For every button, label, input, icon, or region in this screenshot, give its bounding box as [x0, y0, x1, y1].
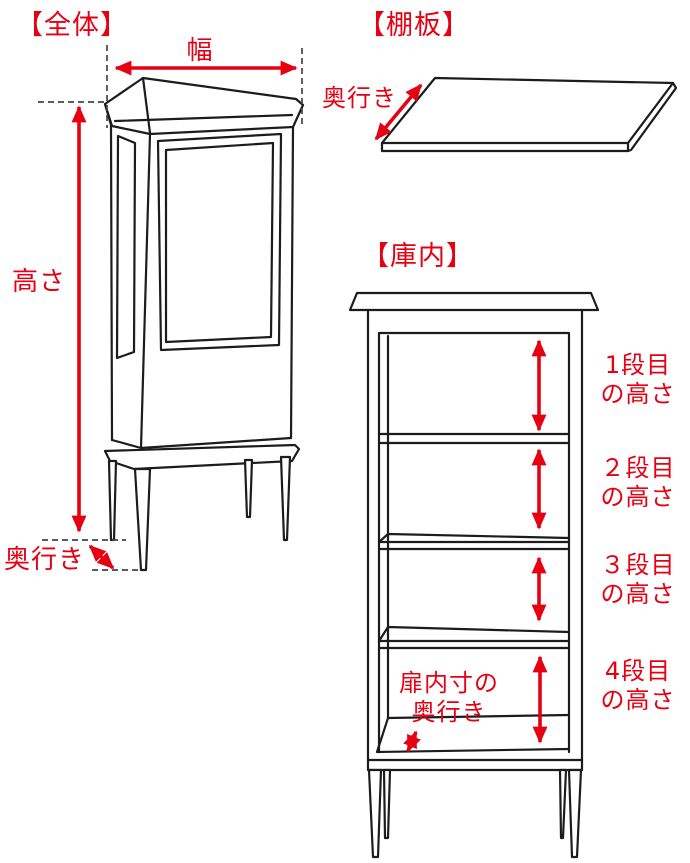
- overall-depth-label: 奥行き: [4, 545, 86, 575]
- shelf3-height-label: ３段目 の高さ: [600, 551, 676, 609]
- interior-cabinet-drawing: [348, 291, 600, 859]
- interior-leg: [382, 768, 392, 840]
- shelf2-height-label: ２段目 の高さ: [600, 454, 676, 512]
- overall-leg: [279, 455, 292, 542]
- overall-leg: [107, 459, 118, 542]
- shelf4-height-label: 4段目 の高さ: [600, 657, 676, 715]
- overall-guide-lines: [38, 45, 303, 571]
- section-title-interior: 【庫内】: [362, 241, 474, 272]
- height-label: 高さ: [12, 267, 67, 297]
- overall-leg: [243, 458, 254, 519]
- interior-leg: [558, 768, 568, 840]
- width-label: 幅: [186, 36, 214, 66]
- shelf-board-depth-label: 奥行き: [322, 84, 397, 112]
- shelf1-height-label: 1段目 の高さ: [600, 351, 676, 409]
- overall-leg: [133, 467, 152, 572]
- door-inner-depth-label: 扉内寸の 奥行き: [399, 669, 499, 727]
- overall-cabinet-drawing: [103, 76, 305, 572]
- overall-depth-arrow: [88, 544, 115, 570]
- shelf-board-drawing: [380, 76, 678, 153]
- interior-leg: [567, 768, 583, 859]
- section-title-shelf-board: 【棚板】: [358, 10, 470, 41]
- interior-leg: [367, 768, 383, 859]
- section-title-overall: 【全体】: [16, 10, 128, 41]
- shelf-board-depth-arrow: [374, 83, 423, 141]
- door-inner-depth-arrow: [403, 730, 421, 753]
